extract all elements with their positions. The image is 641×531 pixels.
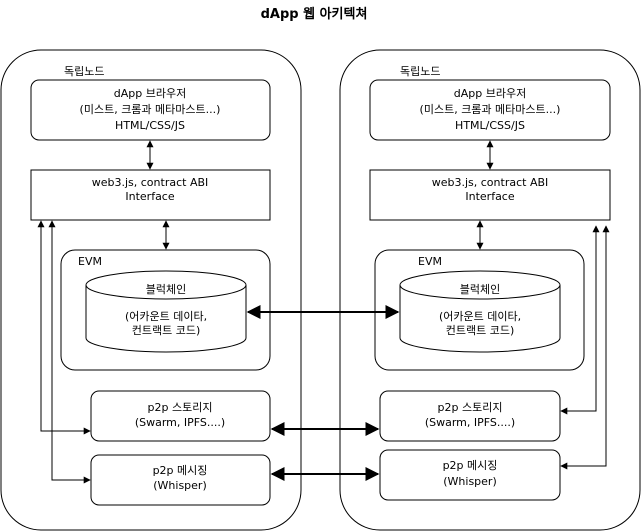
browser-line-2: (미스트, 크롬과 메타마스트...) bbox=[80, 103, 221, 116]
messaging-line-2: (Whisper) bbox=[443, 475, 497, 488]
p2p-storage-box: p2p 스토리지 (Swarm, IPFS....) bbox=[379, 390, 561, 442]
blockchain-cylinder: 블럭체인 (어카운트 데이타, 컨트랙트 코드) bbox=[85, 270, 247, 353]
arrow-web3-messaging bbox=[48, 220, 91, 484]
blockchain-line-3: 컨트랙트 코드) bbox=[446, 324, 515, 337]
browser-line-3: HTML/CSS/JS bbox=[115, 119, 185, 132]
blockchain-line-2: (어카운트 데이타, bbox=[125, 310, 207, 323]
browser-line-1: dApp 브라우저 bbox=[454, 87, 526, 100]
browser-line-3: HTML/CSS/JS bbox=[455, 119, 525, 132]
web3-interface-box: web3.js, contract ABI Interface bbox=[369, 169, 611, 221]
web3-interface-box: web3.js, contract ABI Interface bbox=[30, 169, 271, 221]
storage-line-1: p2p 스토리지 bbox=[148, 401, 213, 414]
web3-line-1: web3.js, contract ABI bbox=[92, 176, 209, 189]
messaging-line-1: p2p 메시징 bbox=[443, 459, 498, 472]
blockchain-cylinder: 블럭체인 (어카운트 데이타, 컨트랙트 코드) bbox=[399, 270, 561, 353]
diagram-title: dApp 웹 아키텍쳐 bbox=[261, 6, 368, 22]
blockchain-line-3: 컨트랙트 코드) bbox=[132, 324, 201, 337]
arrow-web3-messaging bbox=[560, 225, 610, 470]
messaging-line-1: p2p 메시징 bbox=[153, 464, 208, 477]
dapp-browser-box: dApp 브라우저 (미스트, 크롬과 메타마스트...) HTML/CSS/J… bbox=[369, 79, 611, 141]
node-label: 독립노드 bbox=[64, 65, 104, 78]
web3-line-2: Interface bbox=[465, 190, 514, 203]
independent-node-right: 독립노드 dApp 브라우저 (미스트, 크롬과 메타마스트...) HTML/… bbox=[339, 49, 641, 531]
p2p-messaging-box: p2p 메시징 (Whisper) bbox=[90, 454, 271, 506]
blockchain-line-1: 블럭체인 bbox=[460, 283, 500, 296]
browser-line-1: dApp 브라우저 bbox=[114, 87, 186, 100]
evm-label: EVM bbox=[418, 255, 442, 268]
web3-line-1: web3.js, contract ABI bbox=[432, 176, 549, 189]
storage-line-2: (Swarm, IPFS....) bbox=[135, 416, 225, 429]
node-label: 독립노드 bbox=[400, 65, 440, 78]
storage-line-2: (Swarm, IPFS....) bbox=[425, 416, 515, 429]
browser-line-2: (미스트, 크롬과 메타마스트...) bbox=[420, 103, 561, 116]
storage-line-1: p2p 스토리지 bbox=[438, 401, 503, 414]
web3-line-2: Interface bbox=[125, 190, 174, 203]
messaging-line-2: (Whisper) bbox=[153, 479, 207, 492]
blockchain-line-1: 블럭체인 bbox=[146, 283, 186, 296]
independent-node-left: 독립노드 dApp 브라우저 (미스트, 크롬과 메타마스트...) HTML/… bbox=[0, 49, 302, 531]
dapp-browser-box: dApp 브라우저 (미스트, 크롬과 메타마스트...) HTML/CSS/J… bbox=[30, 79, 271, 141]
evm-label: EVM bbox=[78, 255, 102, 268]
p2p-storage-box: p2p 스토리지 (Swarm, IPFS....) bbox=[90, 390, 271, 442]
p2p-messaging-box: p2p 메시징 (Whisper) bbox=[379, 449, 561, 501]
blockchain-line-2: (어카운트 데이타, bbox=[439, 310, 521, 323]
